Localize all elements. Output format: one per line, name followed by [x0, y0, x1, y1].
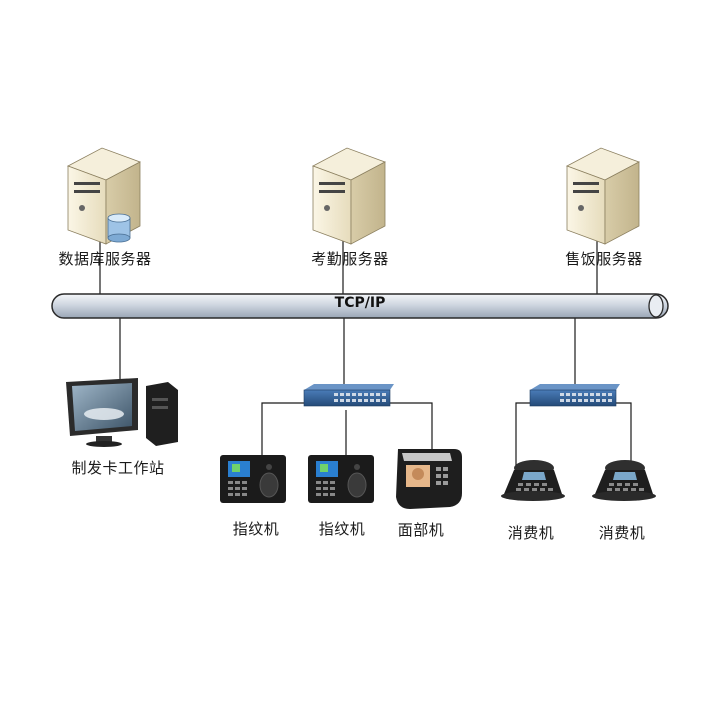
attendance-server-label: 考勤服务器	[311, 250, 389, 268]
pos-terminal-1-label: 消费机	[507, 524, 555, 542]
catering-server-label: 售饭服务器	[565, 250, 643, 268]
link-face	[390, 402, 433, 450]
desktop-computer-icon	[66, 378, 178, 447]
fingerprint-terminal-icon	[308, 455, 374, 503]
database-cylinder-icon	[107, 213, 131, 243]
link-fingerprint-1	[261, 402, 305, 455]
fingerprint-terminal-icon	[220, 455, 286, 503]
database-server-icon	[67, 147, 141, 245]
pos-terminal-2-label: 消费机	[598, 524, 646, 542]
link-pos-1	[515, 402, 530, 465]
link-pos-2	[615, 402, 632, 465]
server-tower-icon	[312, 147, 386, 245]
database-server-label: 数据库服务器	[58, 250, 152, 268]
pos-terminal-icon	[501, 460, 565, 501]
face-recognition-terminal-icon	[396, 449, 462, 509]
fingerprint-terminal-2-label: 指纹机	[318, 520, 366, 538]
server-tower-icon	[566, 147, 640, 245]
pos-terminal-icon	[592, 460, 656, 501]
tcp-ip-bus	[51, 293, 669, 319]
face-terminal-label: 面部机	[397, 521, 445, 539]
fingerprint-terminal-1-label: 指纹机	[232, 520, 280, 538]
workstation-label: 制发卡工作站	[71, 459, 165, 477]
bus-label: TCP/IP	[334, 295, 386, 311]
network-switch-icon	[529, 384, 620, 407]
connection-lines	[99, 240, 632, 465]
network-switch-icon	[303, 384, 394, 407]
